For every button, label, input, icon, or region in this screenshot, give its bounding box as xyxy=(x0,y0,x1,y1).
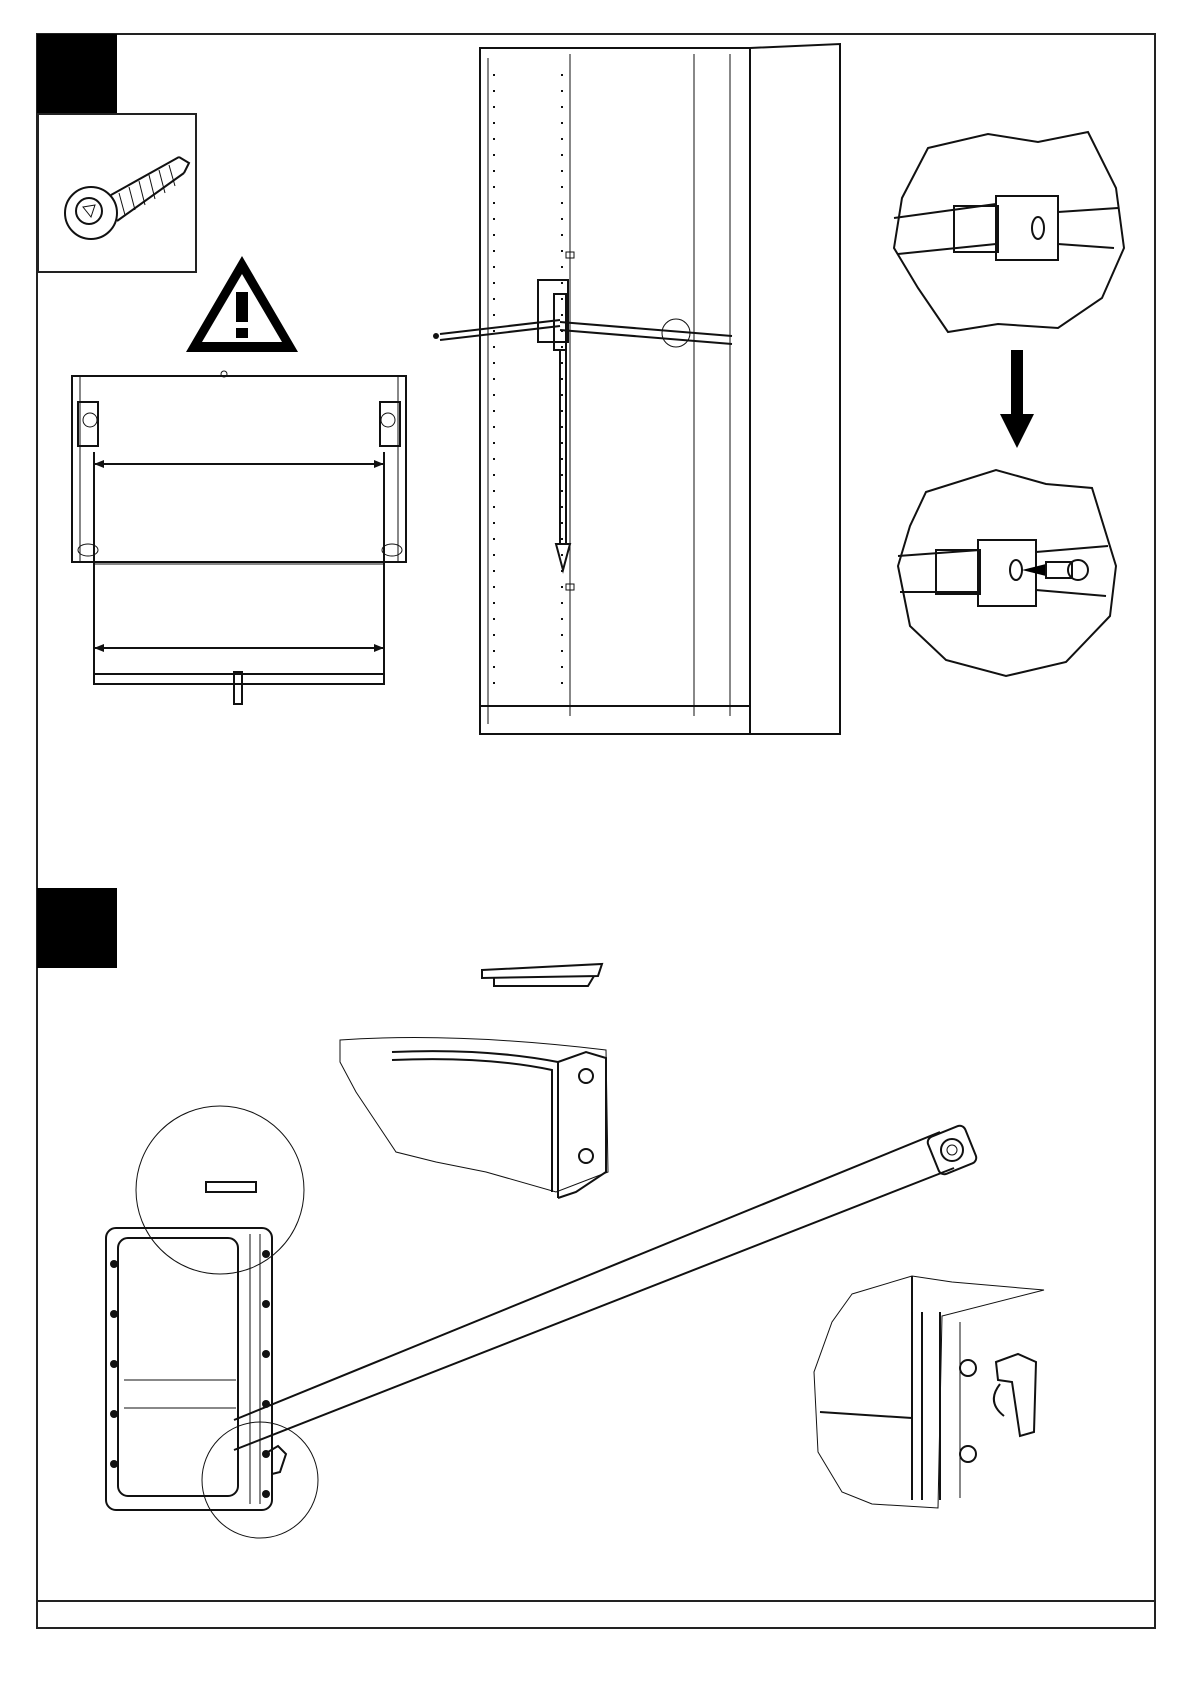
connector-detail-after xyxy=(896,466,1120,682)
warning-triangle-icon xyxy=(182,252,302,356)
step-2-badge xyxy=(37,888,117,968)
step-1-badge xyxy=(37,34,117,114)
screw-icon xyxy=(39,115,199,275)
cabinet-front-view-diagram xyxy=(430,44,850,740)
rail-top-view-diagram xyxy=(70,372,410,692)
clip-attach-detail xyxy=(812,1272,1052,1512)
end-cap-part xyxy=(478,960,608,990)
screw-callout xyxy=(37,113,197,273)
shelf-pin-holes xyxy=(494,74,562,694)
arrow-down-icon xyxy=(1000,350,1034,450)
footer-rule xyxy=(36,1600,1156,1602)
connector-detail-before xyxy=(888,128,1128,338)
